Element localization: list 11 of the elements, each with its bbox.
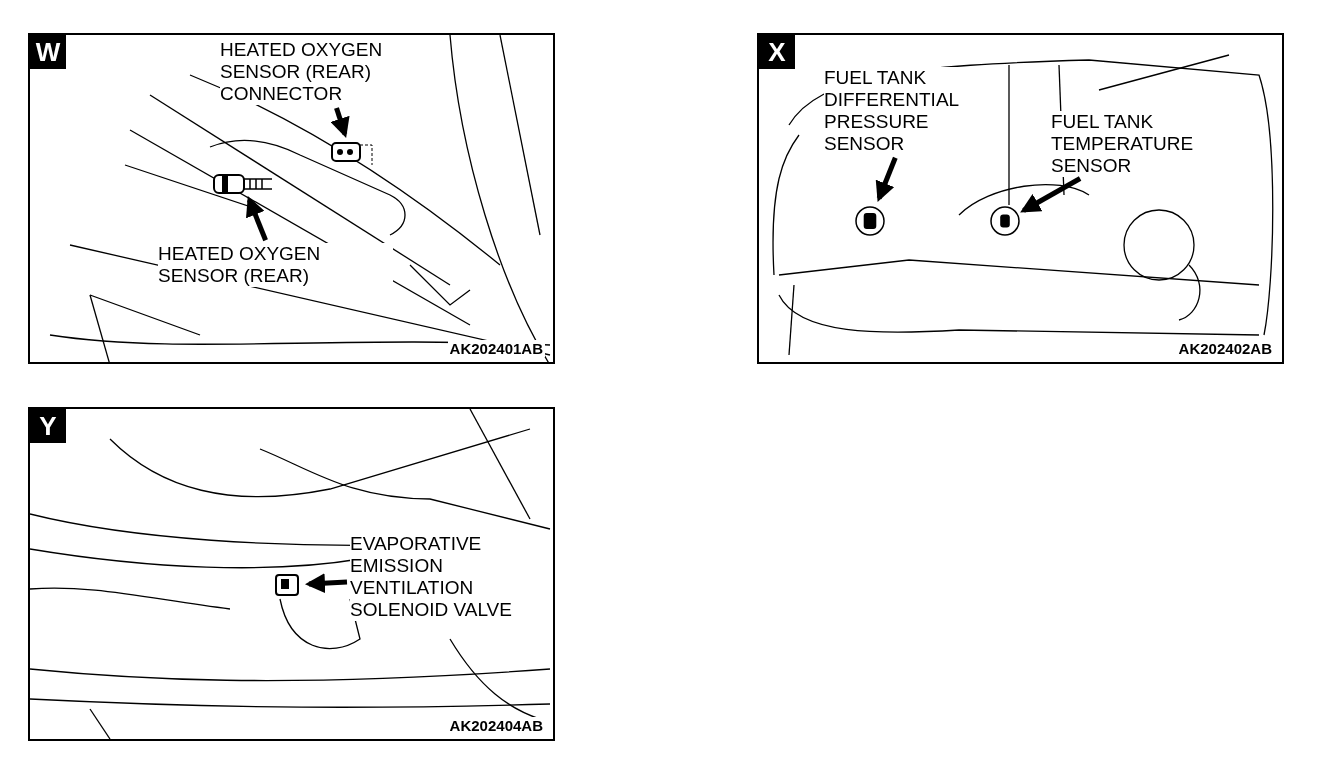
panel-letter: W (30, 35, 66, 69)
leader-arrow (1020, 176, 1082, 213)
figure-code: AK202401AB (447, 340, 545, 357)
leader-arrow (875, 156, 898, 202)
leader-arrow (246, 196, 268, 242)
panel-letter: Y (30, 409, 66, 443)
figure-code: AK202404AB (447, 717, 545, 734)
leader-arrow (305, 573, 348, 594)
callout-label: HEATED OXYGEN SENSOR (REAR) (158, 243, 393, 287)
panel-letter: X (759, 35, 795, 69)
leader-arrow (330, 107, 350, 138)
